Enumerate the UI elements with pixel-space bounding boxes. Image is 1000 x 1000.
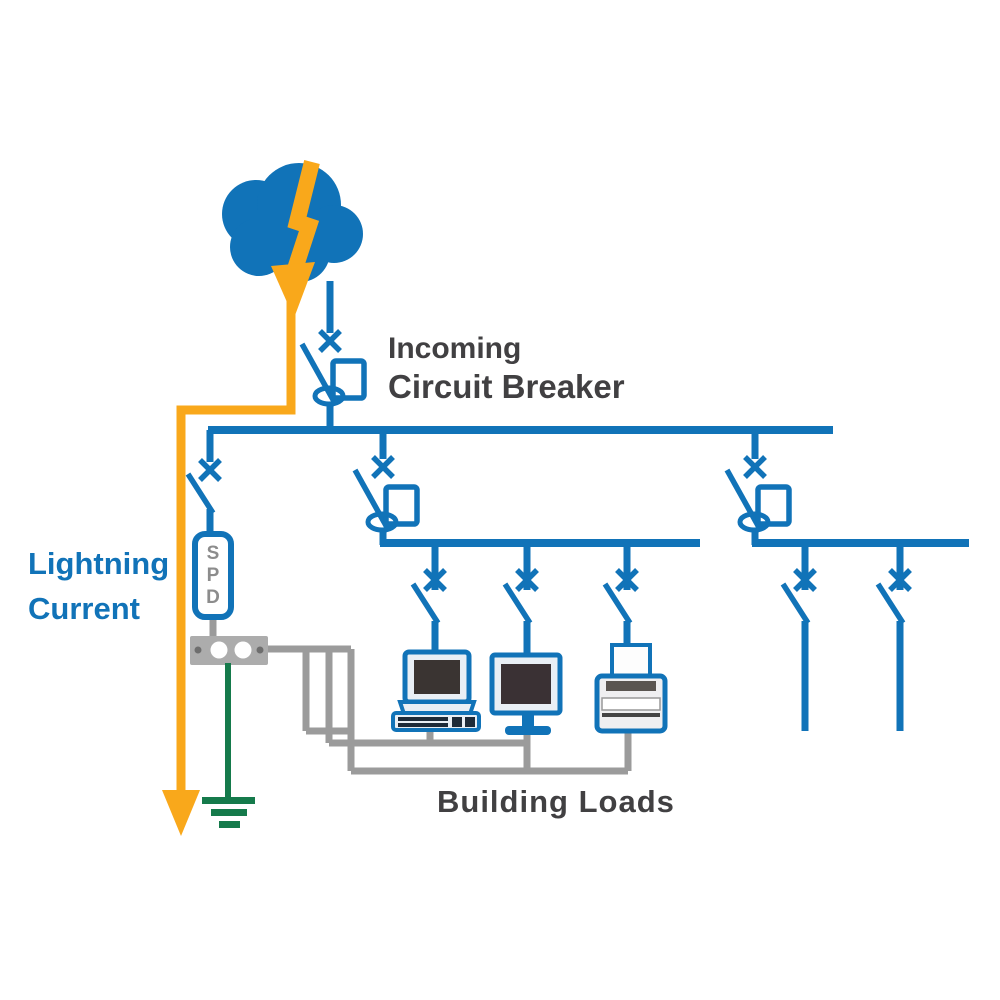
lightning-current-path bbox=[162, 298, 296, 836]
lightning-current-label-line2: Current bbox=[28, 591, 140, 626]
bonding-bar-icon bbox=[190, 636, 268, 665]
circuit-lines bbox=[206, 281, 969, 731]
lightning-current-label: Lightning Current bbox=[28, 541, 169, 631]
bonding-conductors bbox=[209, 613, 632, 775]
earth-ground-icon bbox=[202, 663, 255, 828]
breaker-tripunit-icons bbox=[312, 358, 792, 533]
incoming-breaker-label: Incoming Circuit Breaker bbox=[388, 331, 625, 407]
spd-letter: P bbox=[206, 564, 220, 586]
lightning-current-label-line1: Lightning bbox=[28, 546, 170, 581]
lightning-bolt-icon bbox=[271, 160, 320, 318]
building-loads-label: Building Loads bbox=[437, 784, 675, 819]
incoming-breaker-label-line1: Incoming bbox=[388, 332, 522, 365]
down-arrow-icon bbox=[162, 790, 200, 836]
computer-icon bbox=[391, 649, 481, 732]
spd-box: S P D bbox=[192, 531, 234, 620]
spd-letter: D bbox=[206, 586, 220, 608]
printer-icon bbox=[594, 643, 668, 734]
spd-letter: S bbox=[206, 542, 220, 564]
monitor-icon bbox=[489, 652, 563, 735]
incoming-breaker-label-line2: Circuit Breaker bbox=[388, 368, 625, 405]
